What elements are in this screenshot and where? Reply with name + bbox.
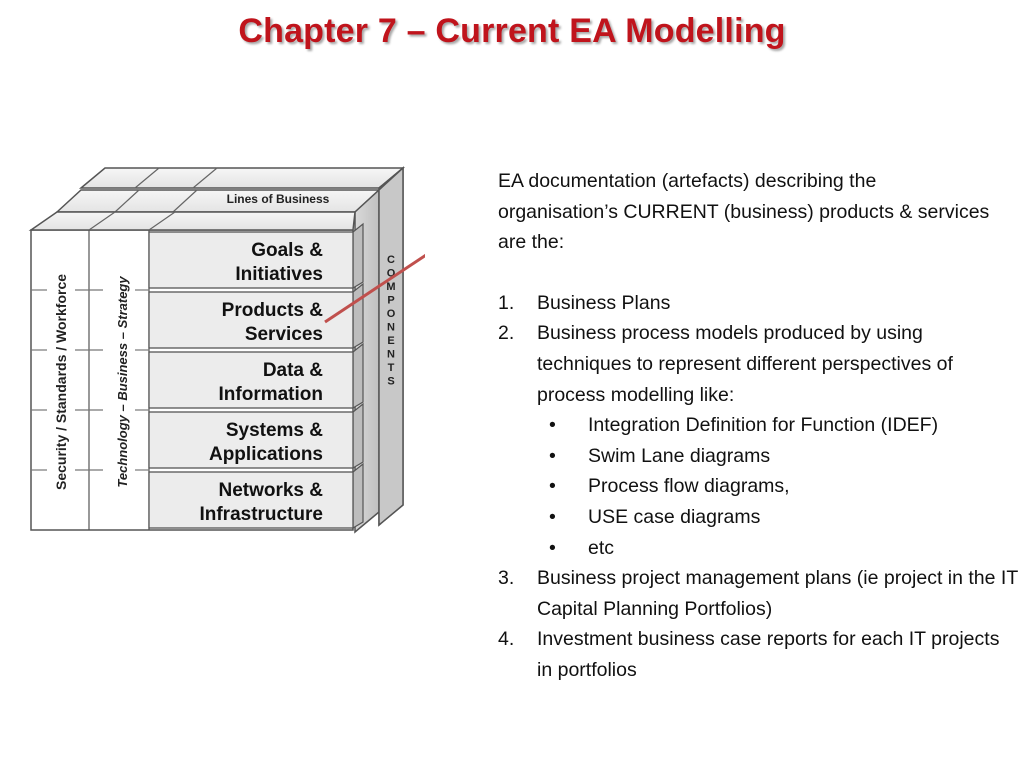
components-letter: E (387, 335, 394, 347)
layer-block: Data & Information (148, 342, 364, 410)
components-letter: N (387, 322, 395, 334)
slide-title: Chapter 7 – Current EA Modelling (238, 12, 786, 50)
layer-block: Goals & Initiatives (148, 222, 364, 290)
list-number: 2. (498, 322, 515, 345)
layer-block: Networks & Infrastructure (148, 462, 364, 530)
sublist-item: • Process flow diagrams, (537, 471, 1018, 502)
list-item: 1. Business Plans (498, 288, 1018, 319)
sublist-item: • USE case diagrams (537, 502, 1018, 533)
layer-block: Systems & Applications (148, 402, 364, 470)
bullet-icon: • (549, 444, 556, 467)
list-item: 3. Business project management plans (ie… (498, 563, 1018, 624)
sublist-text: Integration Definition for Function (IDE… (588, 414, 939, 437)
list-text: Business process models produced by usin… (537, 322, 953, 406)
layer-label-line1: Products & (222, 300, 324, 321)
red-arrow (324, 253, 425, 324)
components-letter: O (387, 308, 396, 320)
artefact-list: 1. Business Plans 2. Business process mo… (498, 288, 1018, 686)
sublist-text: Swim Lane diagrams (588, 444, 771, 467)
sublist-text: Process flow diagrams, (588, 475, 790, 498)
layer-label-line2: Initiatives (235, 264, 323, 285)
list-item: 2. Business process models produced by u… (498, 318, 1018, 563)
sublist-item: • etc (537, 533, 1018, 564)
technique-sublist: • Integration Definition for Function (ID… (537, 410, 1018, 563)
list-item: 4. Investment business case reports for … (498, 624, 1018, 685)
technology-business-strategy-label: Technology – Business – Strategy (115, 276, 130, 488)
layer-label-line1: Networks & (218, 480, 323, 501)
intro-text: EA documentation (artefacts) describing … (498, 170, 990, 254)
components-letter: O (387, 268, 396, 280)
lines-of-business-label: Lines of Business (227, 192, 330, 206)
bullet-icon: • (549, 414, 556, 437)
components-letter: M (386, 281, 395, 293)
layer-label-line1: Systems & (226, 420, 323, 441)
bullet-icon: • (549, 536, 556, 559)
list-text: Investment business case reports for eac… (537, 628, 1000, 681)
layer-label-line2: Information (219, 384, 324, 405)
list-number: 4. (498, 628, 515, 651)
layer-label-line2: Applications (209, 444, 323, 465)
sublist-text: USE case diagrams (588, 505, 761, 528)
layer-label-line2: Services (245, 324, 323, 345)
layer-label-line2: Infrastructure (199, 504, 323, 525)
sublist-item: • Swim Lane diagrams (537, 441, 1018, 472)
bullet-icon: • (549, 505, 556, 528)
components-letter: C (387, 254, 395, 266)
list-number: 3. (498, 567, 515, 590)
content-block: EA documentation (artefacts) describing … (498, 166, 1018, 686)
components-letter: T (388, 362, 395, 374)
list-number: 1. (498, 291, 515, 314)
bullet-icon: • (549, 475, 556, 498)
sublist-item: • Integration Definition for Function (ID… (537, 410, 1018, 441)
list-text: Business project management plans (ie pr… (537, 567, 1018, 620)
components-letter: P (387, 295, 394, 307)
layer-label-line1: Goals & (251, 240, 323, 261)
sublist-text: etc (588, 536, 615, 559)
layer-block: Products & Services (148, 282, 364, 350)
list-text: Business Plans (537, 291, 671, 314)
components-letter: S (387, 376, 394, 388)
layer-label-line1: Data & (263, 360, 323, 381)
security-standards-workforce-label: Security / Standards / Workforce (53, 274, 69, 490)
components-letter: N (387, 349, 395, 361)
